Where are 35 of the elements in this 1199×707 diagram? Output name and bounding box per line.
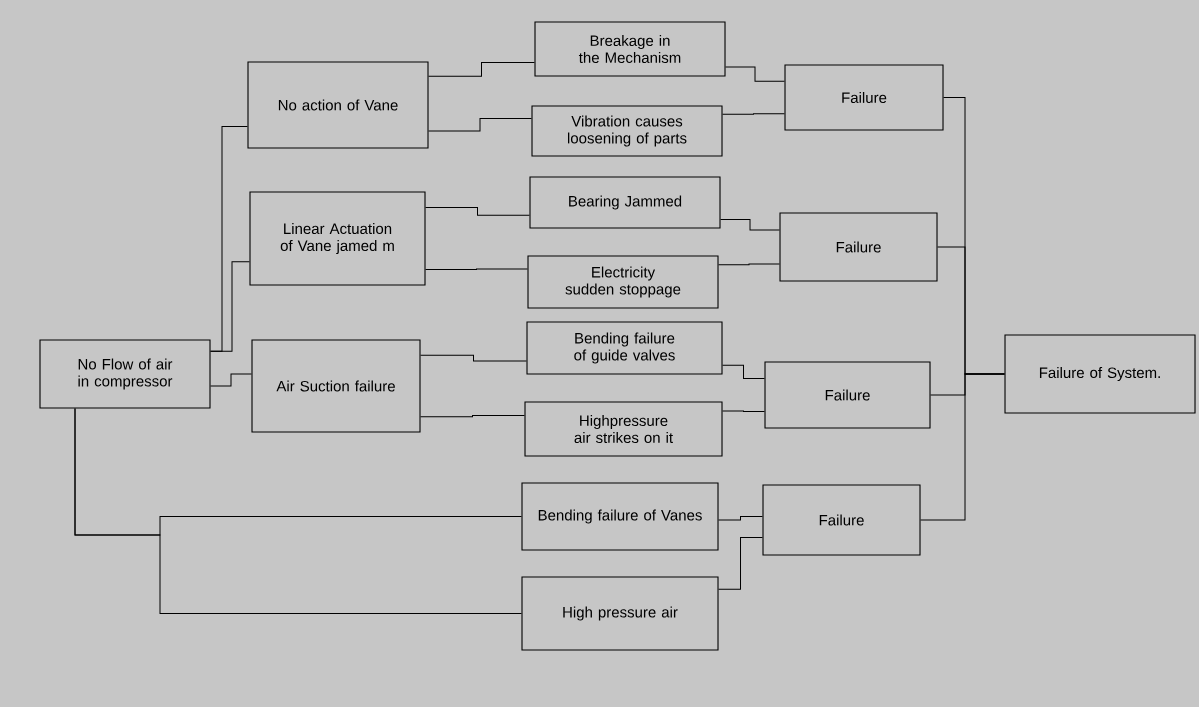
connector-line [718,516,763,521]
connector-line [920,373,1005,521]
event-box: Vibration causes loosening of parts [531,105,723,157]
connector-line [420,354,527,362]
connector-line [425,207,530,216]
connector-line [420,415,525,418]
event-box: Bearing Jammed [529,176,721,229]
connector-line [428,62,535,77]
connector-line [425,268,528,270]
connector-line [720,219,780,231]
event-box: Linear Actuation of Vane jamed m [249,191,426,286]
connector-line [718,537,763,590]
connector-line [718,263,780,266]
connector-line [722,410,765,412]
event-box: Failure [779,212,938,282]
event-box: Highpressure air strikes on it [524,401,723,457]
event-box: No Flow of air in compressor [39,339,211,409]
event-box: Air Suction failure [251,339,421,433]
event-box: High pressure air [521,576,719,651]
event-box: Failure [762,484,921,556]
event-box: Bending failure of Vanes [521,482,719,551]
connector-line [210,261,250,352]
event-box: Bending failure of guide valves [526,321,723,375]
connector-line [722,364,765,379]
connector-line [725,66,785,82]
connector-line [428,118,532,132]
event-box: Failure [784,64,944,131]
connector-line [74,408,522,614]
event-box: No action of Vane [247,61,429,149]
connector-line [210,373,252,387]
connector-line [722,113,785,115]
event-box: Electricity sudden stoppage [527,255,719,309]
event-box: Failure [764,361,931,429]
event-box: Breakage in the Mechanism [534,21,726,77]
event-box: Failure of System. [1004,334,1196,414]
